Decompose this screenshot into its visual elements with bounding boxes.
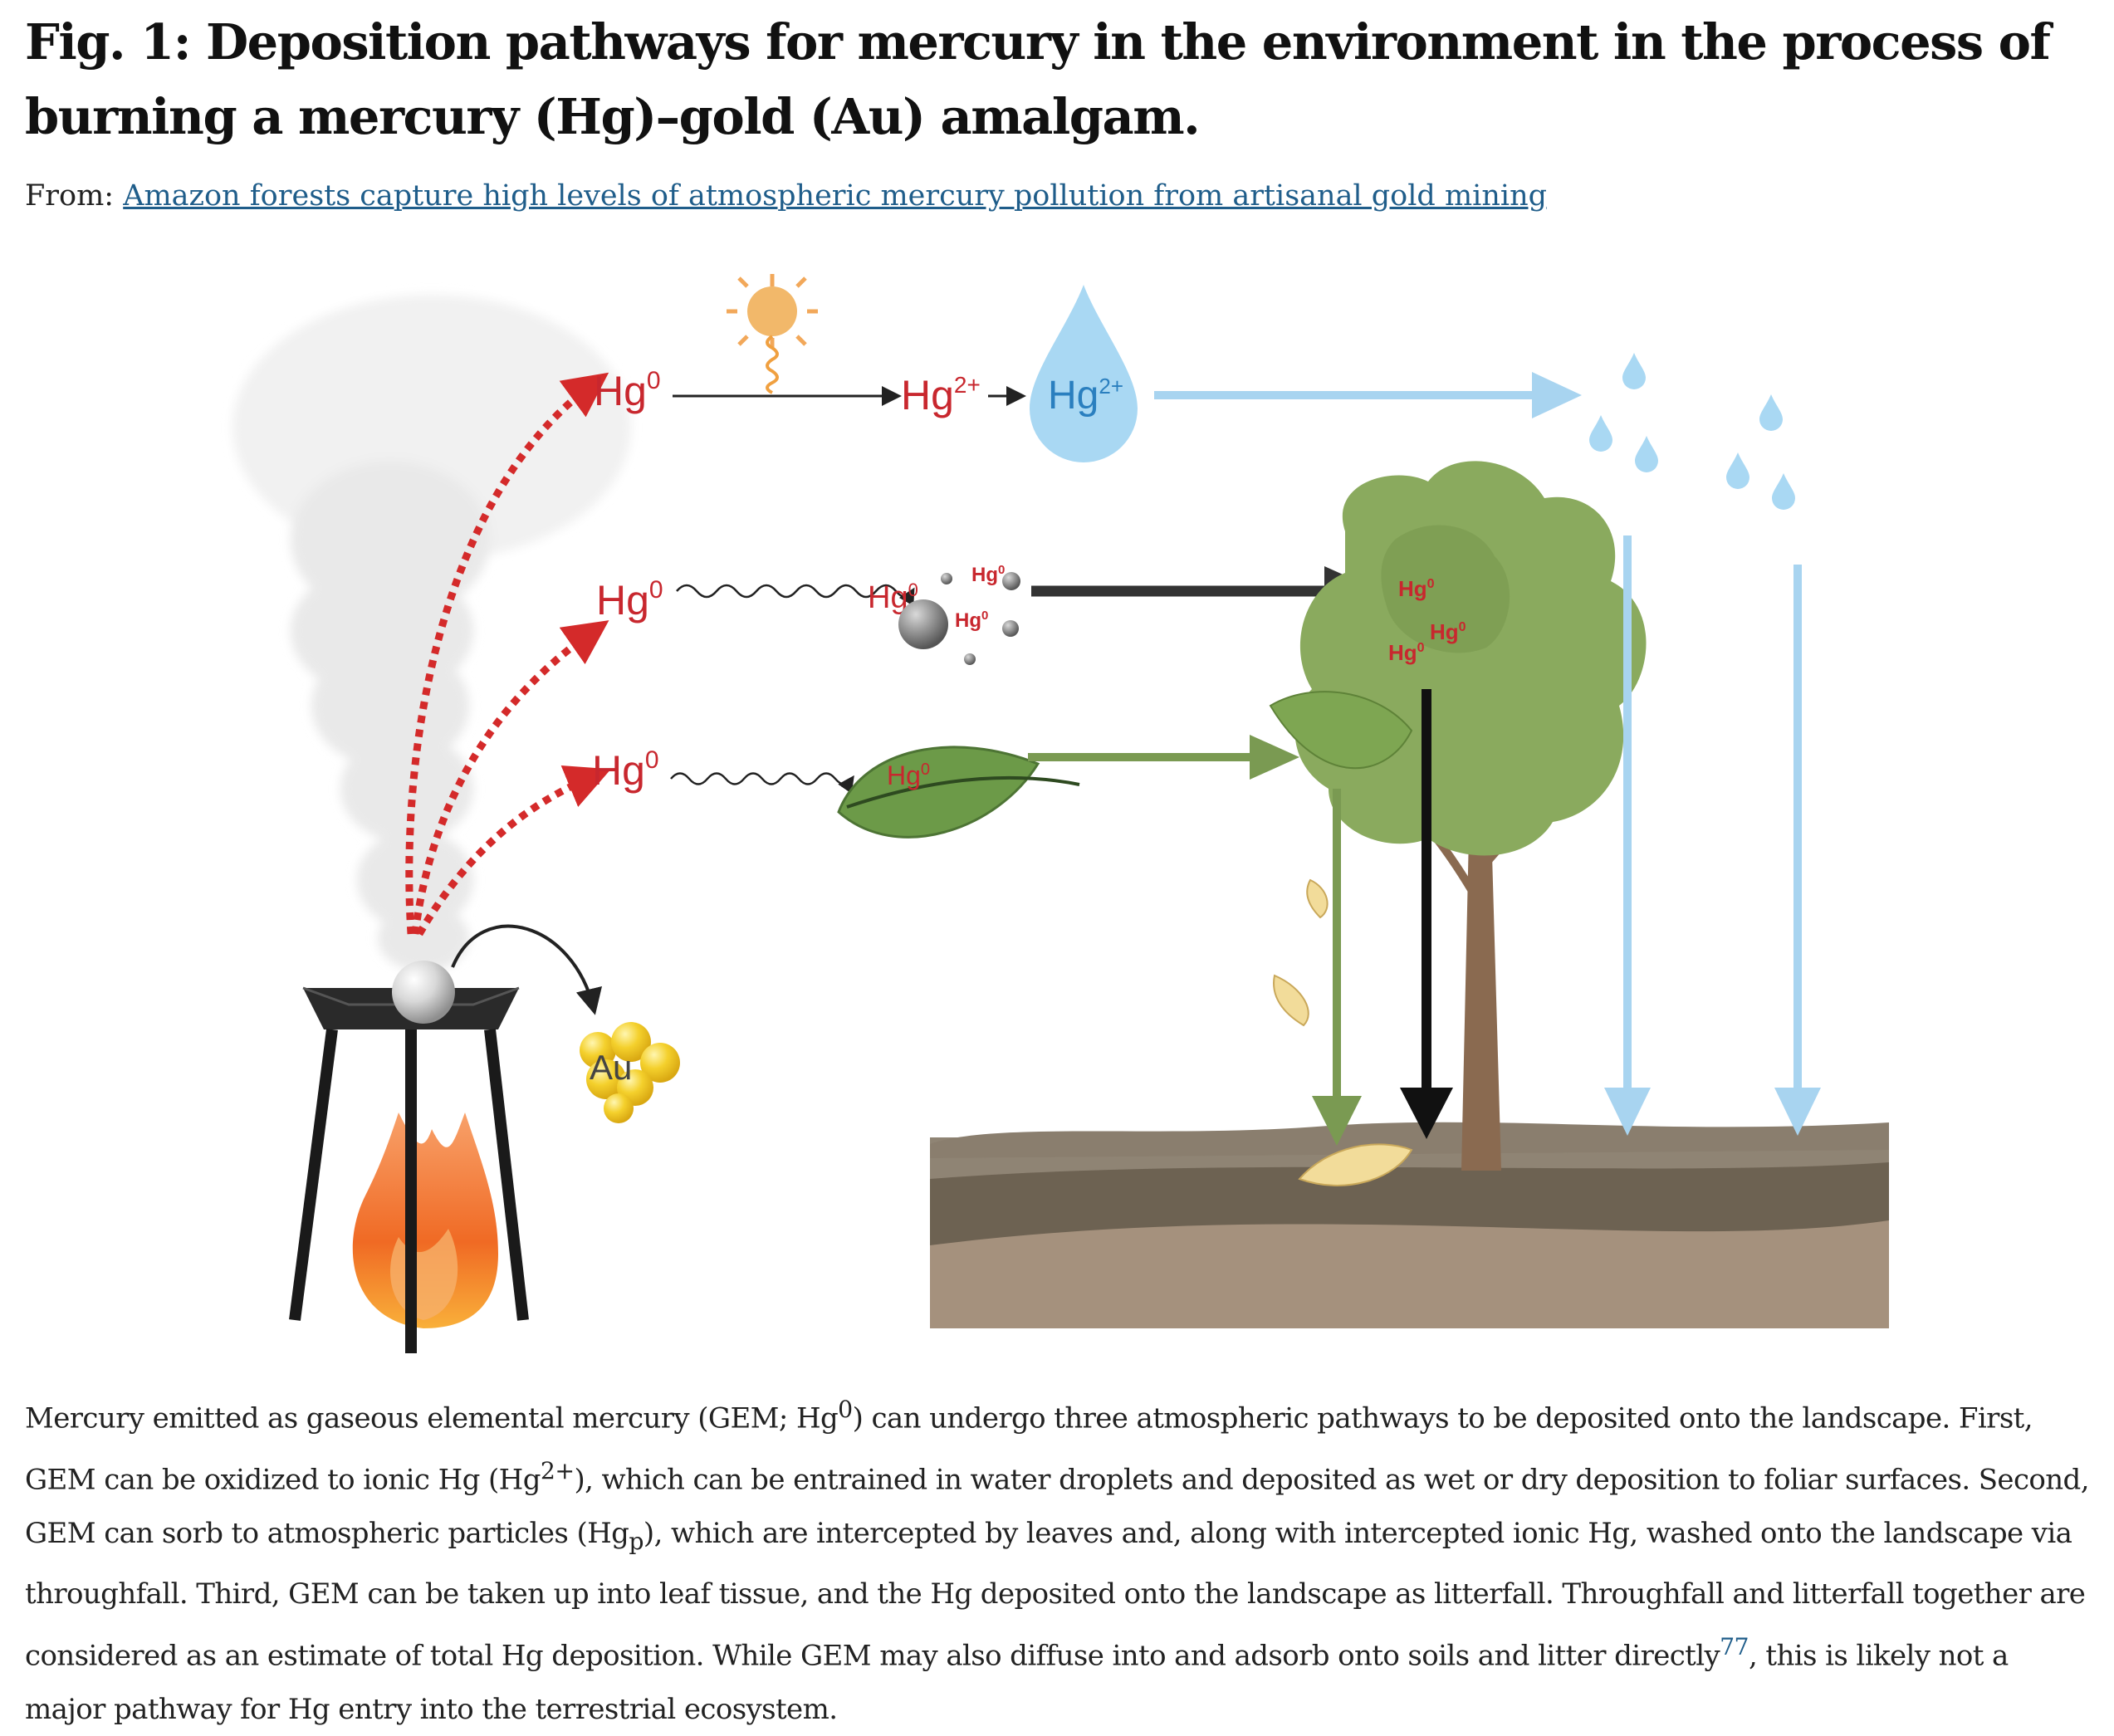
droplet-hg2plus-label: Hg2+ bbox=[1048, 374, 1123, 418]
hg0-label-particles: Hg0 bbox=[596, 576, 663, 623]
leaf-pathway: Hg0 Hg0 bbox=[592, 735, 1299, 839]
source-article-link[interactable]: Amazon forests capture high levels of at… bbox=[123, 179, 1548, 213]
mercury-deposition-diagram: Hg0 Hg2+ Hg2+ Hg0 Hg0 bbox=[232, 274, 1889, 1353]
reference-77-link[interactable]: 77 bbox=[1720, 1633, 1749, 1661]
caption-sup-0: 0 bbox=[838, 1396, 853, 1423]
sun-icon bbox=[727, 274, 818, 394]
smoke-plume bbox=[232, 295, 631, 971]
emission-arrows bbox=[405, 372, 611, 936]
caption-part-1: Mercury emitted as gaseous elemental mer… bbox=[25, 1401, 839, 1435]
emission-arrow-to-particles bbox=[411, 620, 609, 935]
amalgam-ball bbox=[392, 961, 455, 1024]
litterfall-leaf bbox=[1298, 1143, 1413, 1186]
particle-large bbox=[898, 599, 948, 649]
flame bbox=[352, 1113, 498, 1328]
leaf-icon bbox=[837, 746, 1040, 839]
emission-arrow-to-leaf bbox=[416, 765, 611, 936]
rain-drops bbox=[1589, 353, 1795, 510]
oxidation-pathway: Hg0 Hg2+ Hg2+ bbox=[594, 274, 1582, 462]
figure-title: Fig. 1: Deposition pathways for mercury … bbox=[25, 13, 2051, 145]
caption-part-4: ), which are intercepted by leaves and, … bbox=[25, 1516, 2086, 1673]
caption-part-3: ), which can be entrained in water dropl… bbox=[25, 1463, 2090, 1550]
hg0-particle-small-1: Hg0 bbox=[971, 563, 1005, 586]
figure-caption: Mercury emitted as gaseous elemental mer… bbox=[25, 1383, 2092, 1736]
hg0-canopy-label-2: Hg0 bbox=[1430, 619, 1466, 644]
au-label: Au bbox=[590, 1048, 632, 1087]
tree-canopy bbox=[1294, 461, 1647, 856]
water-droplet bbox=[1030, 285, 1138, 462]
emission-arrow-to-oxidation bbox=[405, 372, 609, 935]
gold-cluster: Au bbox=[580, 1022, 680, 1123]
hg0-particle-small-2: Hg0 bbox=[955, 609, 988, 632]
source-line: From: Amazon forests capture high levels… bbox=[25, 179, 1547, 213]
tree-leaf-cluster bbox=[1269, 691, 1413, 770]
falling-leaves bbox=[1273, 878, 1413, 1186]
caption-sub-p: p bbox=[629, 1527, 643, 1555]
from-label: From: bbox=[25, 179, 115, 213]
burn-to-gold-arrow bbox=[451, 924, 602, 1015]
hg0-in-leaf-label: Hg0 bbox=[887, 760, 930, 790]
hg0-canopy-label-1: Hg0 bbox=[1398, 576, 1435, 601]
hg0-label-particle-cluster: Hg0 bbox=[868, 579, 918, 615]
hg0-label-oxidation: Hg0 bbox=[594, 367, 661, 414]
deposition-arrows bbox=[1312, 535, 1821, 1146]
particle-wavy-arrow bbox=[676, 584, 915, 606]
hg0-canopy-label-3: Hg0 bbox=[1388, 640, 1425, 665]
leaf-wavy-arrow bbox=[670, 772, 854, 795]
hg0-label-leaf: Hg0 bbox=[592, 746, 659, 794]
caption-part-2: ) can undergo three atmospheric pathways… bbox=[25, 1401, 2033, 1497]
burner-stand bbox=[289, 961, 529, 1353]
hg2plus-label: Hg2+ bbox=[901, 372, 981, 418]
tree: Hg0 Hg0 Hg0 bbox=[1269, 461, 1647, 1171]
particle-pathway: Hg0 Hg0 Hg0 Hg0 bbox=[596, 563, 1380, 665]
caption-sup-2plus: 2+ bbox=[540, 1457, 575, 1485]
soil-block bbox=[930, 1122, 1889, 1328]
